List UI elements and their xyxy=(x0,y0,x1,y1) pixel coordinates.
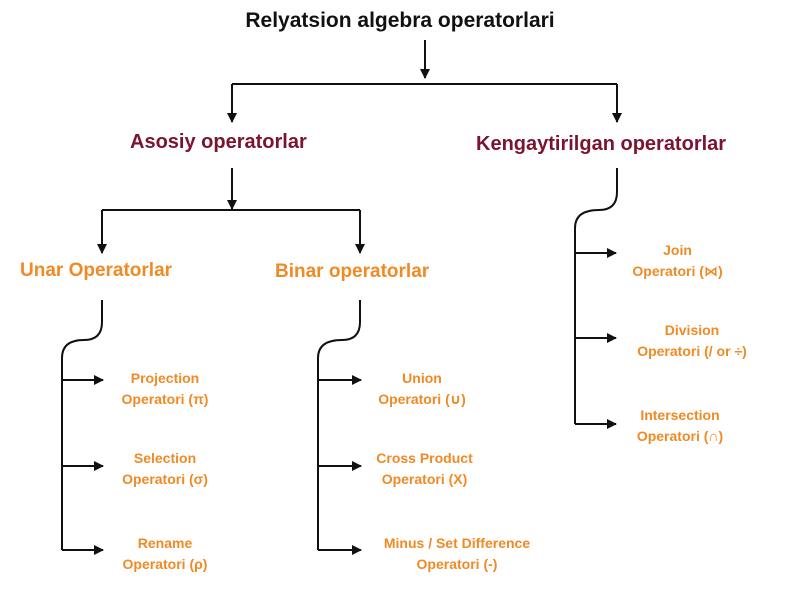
connector-extended-trunk xyxy=(574,168,618,424)
operator-symbol-line: Operatori (∪) xyxy=(378,391,466,407)
extended-operators-title: Kengaytirilgan operatorlar xyxy=(476,133,727,155)
operator-symbol-line: Operatori (⋈) xyxy=(632,263,723,279)
operator-join: Join Operatori (⋈) xyxy=(620,240,735,282)
connector-binary-trunk xyxy=(317,300,361,550)
operator-name: Rename xyxy=(137,535,193,551)
operator-projection: Projection Operatori (π) xyxy=(105,368,225,410)
operator-set-difference: Minus / Set Difference Operatori (-) xyxy=(362,533,552,575)
binary-operators-title: Binar operatorlar xyxy=(275,261,430,282)
operator-name: Intersection xyxy=(640,407,720,423)
unary-operators-title: Unar Operatorlar xyxy=(20,260,173,281)
operator-division: Division Operatori (/ or ÷) xyxy=(617,320,767,362)
operator-symbol-line: Operatori (/ or ÷) xyxy=(637,343,747,359)
operator-selection: Selection Operatori (σ) xyxy=(105,448,225,490)
operator-name: Minus / Set Difference xyxy=(383,535,531,551)
connector-unary-trunk xyxy=(61,300,103,550)
operator-symbol-line: Operatori (π) xyxy=(121,391,209,407)
operator-name: Join xyxy=(663,242,692,258)
operator-name: Division xyxy=(664,322,720,338)
operator-symbol-line: Operatori (-) xyxy=(416,556,498,572)
operator-symbol-line: Operatori (ρ) xyxy=(122,556,208,572)
operator-symbol-line: Operatori (∩) xyxy=(636,428,724,444)
operator-name: Union xyxy=(402,370,442,386)
root-title: Relyatsion algebra operatorlari xyxy=(245,9,555,32)
operator-name: Selection xyxy=(133,450,197,466)
basic-operators-title: Asosiy operatorlar xyxy=(130,131,307,153)
operator-name: Cross Product xyxy=(376,450,473,466)
operator-rename: Rename Operatori (ρ) xyxy=(105,533,225,575)
operator-name: Projection xyxy=(130,370,200,386)
operator-symbol-line: Operatori (X) xyxy=(381,471,468,487)
operator-cross-product: Cross Product Operatori (X) xyxy=(352,448,497,490)
operator-intersection: Intersection Operatori (∩) xyxy=(625,405,735,447)
operator-union: Union Operatori (∪) xyxy=(352,368,492,410)
operator-symbol-line: Operatori (σ) xyxy=(122,471,208,487)
